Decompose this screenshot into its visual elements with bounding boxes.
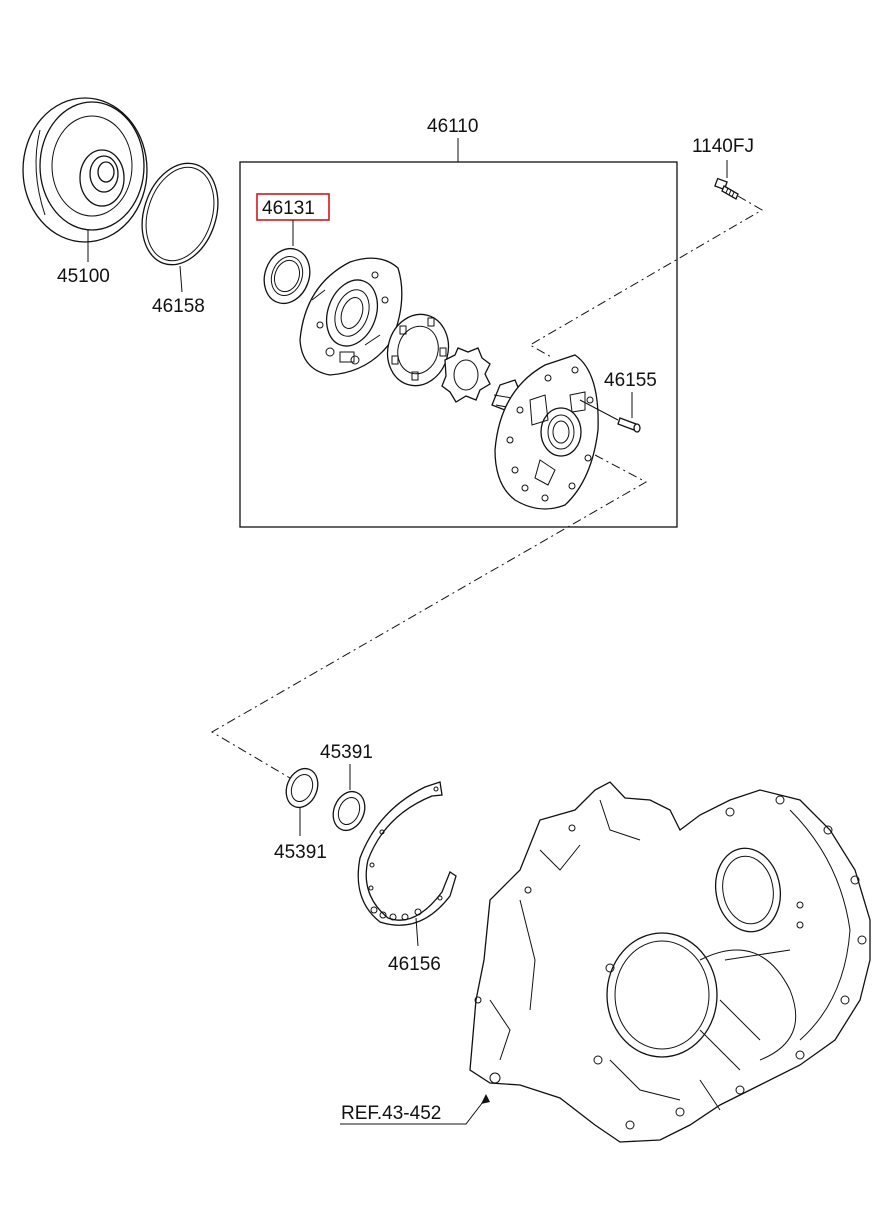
bolt-1140FJ[interactable] [714,177,739,200]
label-46131[interactable]: 46131 [262,198,315,219]
seal-ring-right[interactable] [328,787,371,835]
label-45391-upper: 45391 [320,742,373,763]
transaxle-case [469,781,871,1143]
drive-gear [441,347,491,403]
label-46156: 46156 [388,954,441,975]
o-ring[interactable] [130,153,231,274]
label-ref: REF.43-452 [341,1103,441,1124]
pin-46155[interactable] [617,417,641,433]
label-1140FJ: 1140FJ [692,136,754,157]
label-45391-lower: 45391 [274,842,327,863]
pump-cover [299,257,403,376]
label-45100: 45100 [57,266,110,287]
pump-body [491,354,599,510]
label-46155: 46155 [604,370,657,391]
pump-assembly-box [239,161,678,528]
label-46110: 46110 [427,116,478,137]
driven-gear [386,313,450,387]
torque-converter[interactable] [22,97,148,243]
gasket-46156[interactable] [357,781,457,926]
oil-seal[interactable] [257,242,317,310]
label-46158: 46158 [152,296,205,317]
seal-ring-left[interactable] [281,764,324,812]
